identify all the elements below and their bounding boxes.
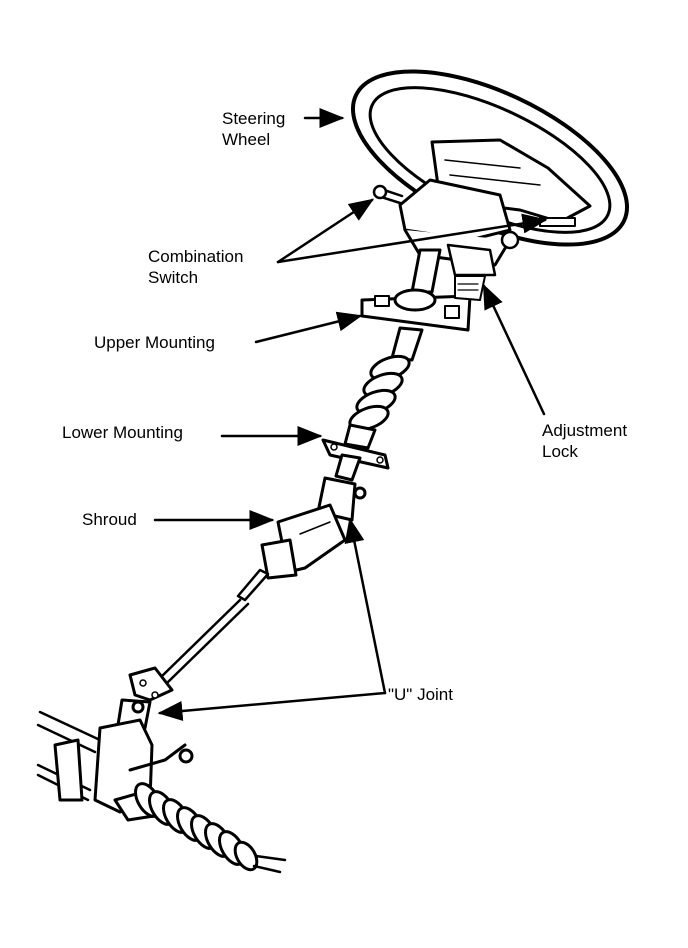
label-lower-mounting: Lower Mounting	[62, 423, 183, 442]
label-combination-switch-line1: Combination	[148, 247, 244, 266]
leader-adjustment-lock	[482, 283, 546, 416]
intermediate-shaft	[158, 568, 270, 684]
leader-combination-switch-a	[276, 198, 375, 264]
lower-u-joint	[116, 666, 174, 730]
label-combination-switch: Combination Switch	[148, 246, 243, 288]
leader-upper-mounting	[254, 311, 363, 344]
leader-lines	[153, 108, 548, 721]
column-bellows	[343, 326, 424, 450]
leader-u-joint-upper	[344, 517, 387, 695]
label-combination-switch-line2: Switch	[148, 268, 199, 287]
leader-combination-switch-b	[276, 213, 548, 264]
tie-rod	[252, 854, 287, 874]
leader-u-joint-lower	[157, 691, 387, 721]
label-shroud: Shroud	[82, 510, 137, 529]
label-adjustment-lock-line1: Adjustment	[542, 421, 628, 440]
lower-mounting	[321, 438, 390, 482]
label-adjustment-lock-line2: Lock	[542, 442, 578, 461]
upper-mounting	[360, 248, 486, 332]
rack-boot	[134, 782, 259, 872]
label-steering-wheel-line2: Wheel	[222, 130, 271, 149]
label-u-joint: "U" Joint	[388, 685, 453, 704]
label-steering-wheel-line1: Steering	[222, 109, 286, 128]
label-steering-wheel: Steering Wheel	[222, 108, 285, 150]
label-adjustment-lock: Adjustment Lock	[542, 420, 627, 462]
shroud	[260, 476, 367, 580]
steering-hub	[372, 138, 592, 277]
label-upper-mounting: Upper Mounting	[94, 333, 215, 352]
